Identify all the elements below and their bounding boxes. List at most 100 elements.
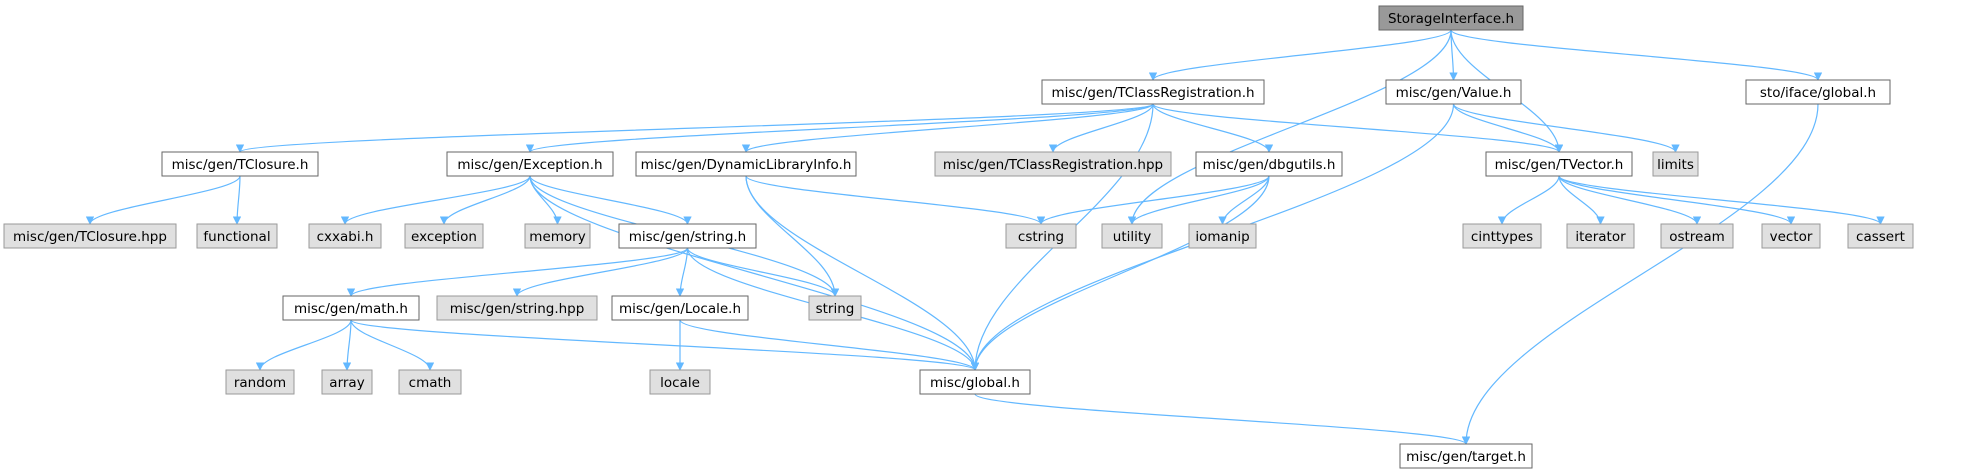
node-label: misc/global.h [930, 375, 1020, 391]
node-functional: functional [196, 223, 278, 249]
edge-tclassreg_h-to-tvector_h [1152, 103, 1564, 153]
edge-dbgutils_h-to-misc_global_h [970, 175, 1270, 371]
edge-math_h-to-cmath [350, 319, 435, 371]
node-box [934, 151, 1172, 177]
node-sto-global-h[interactable]: sto/iface/global.h [1745, 79, 1891, 105]
node-iomanip: iomanip [1188, 223, 1257, 249]
edge-math_h-to-random [255, 319, 352, 371]
node-cmath: cmath [398, 369, 462, 395]
edge-dynlib_h-to-misc_global_h [745, 175, 980, 371]
edge-tvector_h-to-cinttypes [1497, 175, 1560, 225]
node-dbgutils-h[interactable]: misc/gen/dbgutils.h [1195, 151, 1343, 177]
node-label: random [234, 375, 286, 391]
edge-dbgutils_h-to-utility [1127, 175, 1270, 225]
edge-tclassreg_h-to-dynlib_h [741, 103, 1154, 153]
node-label: string [816, 301, 855, 317]
node-box [524, 223, 591, 249]
edge-dynlib_h-to-cstring [745, 175, 1046, 225]
node-storageinterface[interactable]: StorageInterface.h [1378, 5, 1524, 31]
node-label: limits [1657, 157, 1694, 173]
node-label: misc/gen/Exception.h [457, 157, 602, 173]
node-memory: memory [524, 223, 591, 249]
node-label: vector [1770, 229, 1813, 245]
node-box [1485, 151, 1633, 177]
edge-value_h-to-tvector_h [1452, 103, 1564, 153]
edge-storageinterface-to-tclassreg_h [1148, 29, 1452, 81]
node-label: misc/gen/string.hpp [450, 301, 585, 317]
node-tvector-h[interactable]: misc/gen/TVector.h [1485, 151, 1633, 177]
node-label: functional [203, 229, 270, 245]
node-utility: utility [1101, 223, 1163, 249]
edge-math_h-to-misc_global_h [350, 319, 979, 371]
node-cxxabi: cxxabi.h [308, 223, 382, 249]
edge-exception_h-to-string_h [529, 175, 692, 225]
node-misc-global-h[interactable]: misc/global.h [919, 369, 1031, 395]
node-box [161, 151, 319, 177]
node-label: misc/gen/Locale.h [619, 301, 741, 317]
node-box [1378, 5, 1524, 31]
node-dynlib-h[interactable]: misc/gen/DynamicLibraryInfo.h [635, 151, 857, 177]
edge-exception_h-to-memory [529, 175, 562, 225]
node-tclassreg-h[interactable]: misc/gen/TClassRegistration.h [1041, 79, 1265, 105]
node-box [321, 369, 373, 395]
node-label: misc/gen/math.h [294, 301, 408, 317]
node-tclassreg-hpp: misc/gen/TClassRegistration.hpp [934, 151, 1172, 177]
node-box [1195, 151, 1343, 177]
node-tclosure-h[interactable]: misc/gen/TClosure.h [161, 151, 319, 177]
node-box [1462, 223, 1542, 249]
node-box [1847, 223, 1914, 249]
node-label: utility [1113, 229, 1151, 245]
node-box [398, 369, 462, 395]
node-layer: StorageInterface.h misc/gen/TClassRegistr… [3, 5, 1914, 469]
node-box [649, 369, 711, 395]
node-label: StorageInterface.h [1388, 11, 1514, 27]
node-math-h[interactable]: misc/gen/math.h [282, 295, 420, 321]
node-label: iomanip [1195, 229, 1249, 245]
edge-dbgutils_h-to-cstring [1036, 175, 1270, 225]
node-box [1652, 151, 1699, 177]
node-vector: vector [1761, 223, 1821, 249]
node-box [1188, 223, 1257, 249]
node-tclosure-hpp: misc/gen/TClosure.hpp [3, 223, 177, 249]
node-box [1005, 223, 1077, 249]
edge-tvector_h-to-vector [1558, 175, 1796, 225]
edge-string_h-to-locale_h [675, 247, 689, 297]
node-box [3, 223, 177, 249]
node-exception-h[interactable]: misc/gen/Exception.h [446, 151, 614, 177]
edge-dbgutils_h-to-iomanip [1218, 175, 1270, 225]
node-label: misc/gen/DynamicLibraryInfo.h [641, 157, 852, 173]
node-box [1660, 223, 1734, 249]
node-string-h[interactable]: misc/gen/string.h [618, 223, 757, 249]
node-box [225, 369, 295, 395]
node-target-h[interactable]: misc/gen/target.h [1399, 443, 1533, 469]
node-limits: limits [1652, 151, 1699, 177]
node-box [618, 223, 757, 249]
edge-exception_h-to-cxxabi [340, 175, 531, 225]
node-box [1101, 223, 1163, 249]
node-label: misc/gen/string.h [629, 229, 747, 245]
node-cassert: cassert [1847, 223, 1914, 249]
node-label: misc/gen/TClosure.hpp [13, 229, 167, 245]
edge-math_h-to-array [342, 319, 352, 371]
node-label: iterator [1575, 229, 1626, 245]
node-box [919, 369, 1031, 395]
node-value-h[interactable]: misc/gen/Value.h [1385, 79, 1522, 105]
node-label: misc/gen/TClassRegistration.h [1051, 85, 1254, 101]
edge-tclosure_h-to-functional [232, 175, 242, 225]
node-box [196, 223, 278, 249]
node-box [1041, 79, 1265, 105]
node-string: string [808, 295, 862, 321]
node-box [282, 295, 420, 321]
node-iterator: iterator [1566, 223, 1635, 249]
edge-tvector_h-to-ostream [1558, 175, 1702, 225]
edge-tvector_h-to-cassert [1558, 175, 1885, 225]
node-label: cmath [409, 375, 452, 391]
edge-exception_h-to-exception [439, 175, 531, 225]
node-locale-h[interactable]: misc/gen/Locale.h [611, 295, 749, 321]
edge-tclosure_h-to-tclosure_hpp [85, 175, 241, 225]
node-label: cinttypes [1471, 229, 1533, 245]
node-label: sto/iface/global.h [1760, 85, 1876, 101]
edge-exception_h-to-misc_global_h [529, 175, 980, 371]
node-cstring: cstring [1005, 223, 1077, 249]
node-label: misc/gen/Value.h [1396, 85, 1512, 101]
